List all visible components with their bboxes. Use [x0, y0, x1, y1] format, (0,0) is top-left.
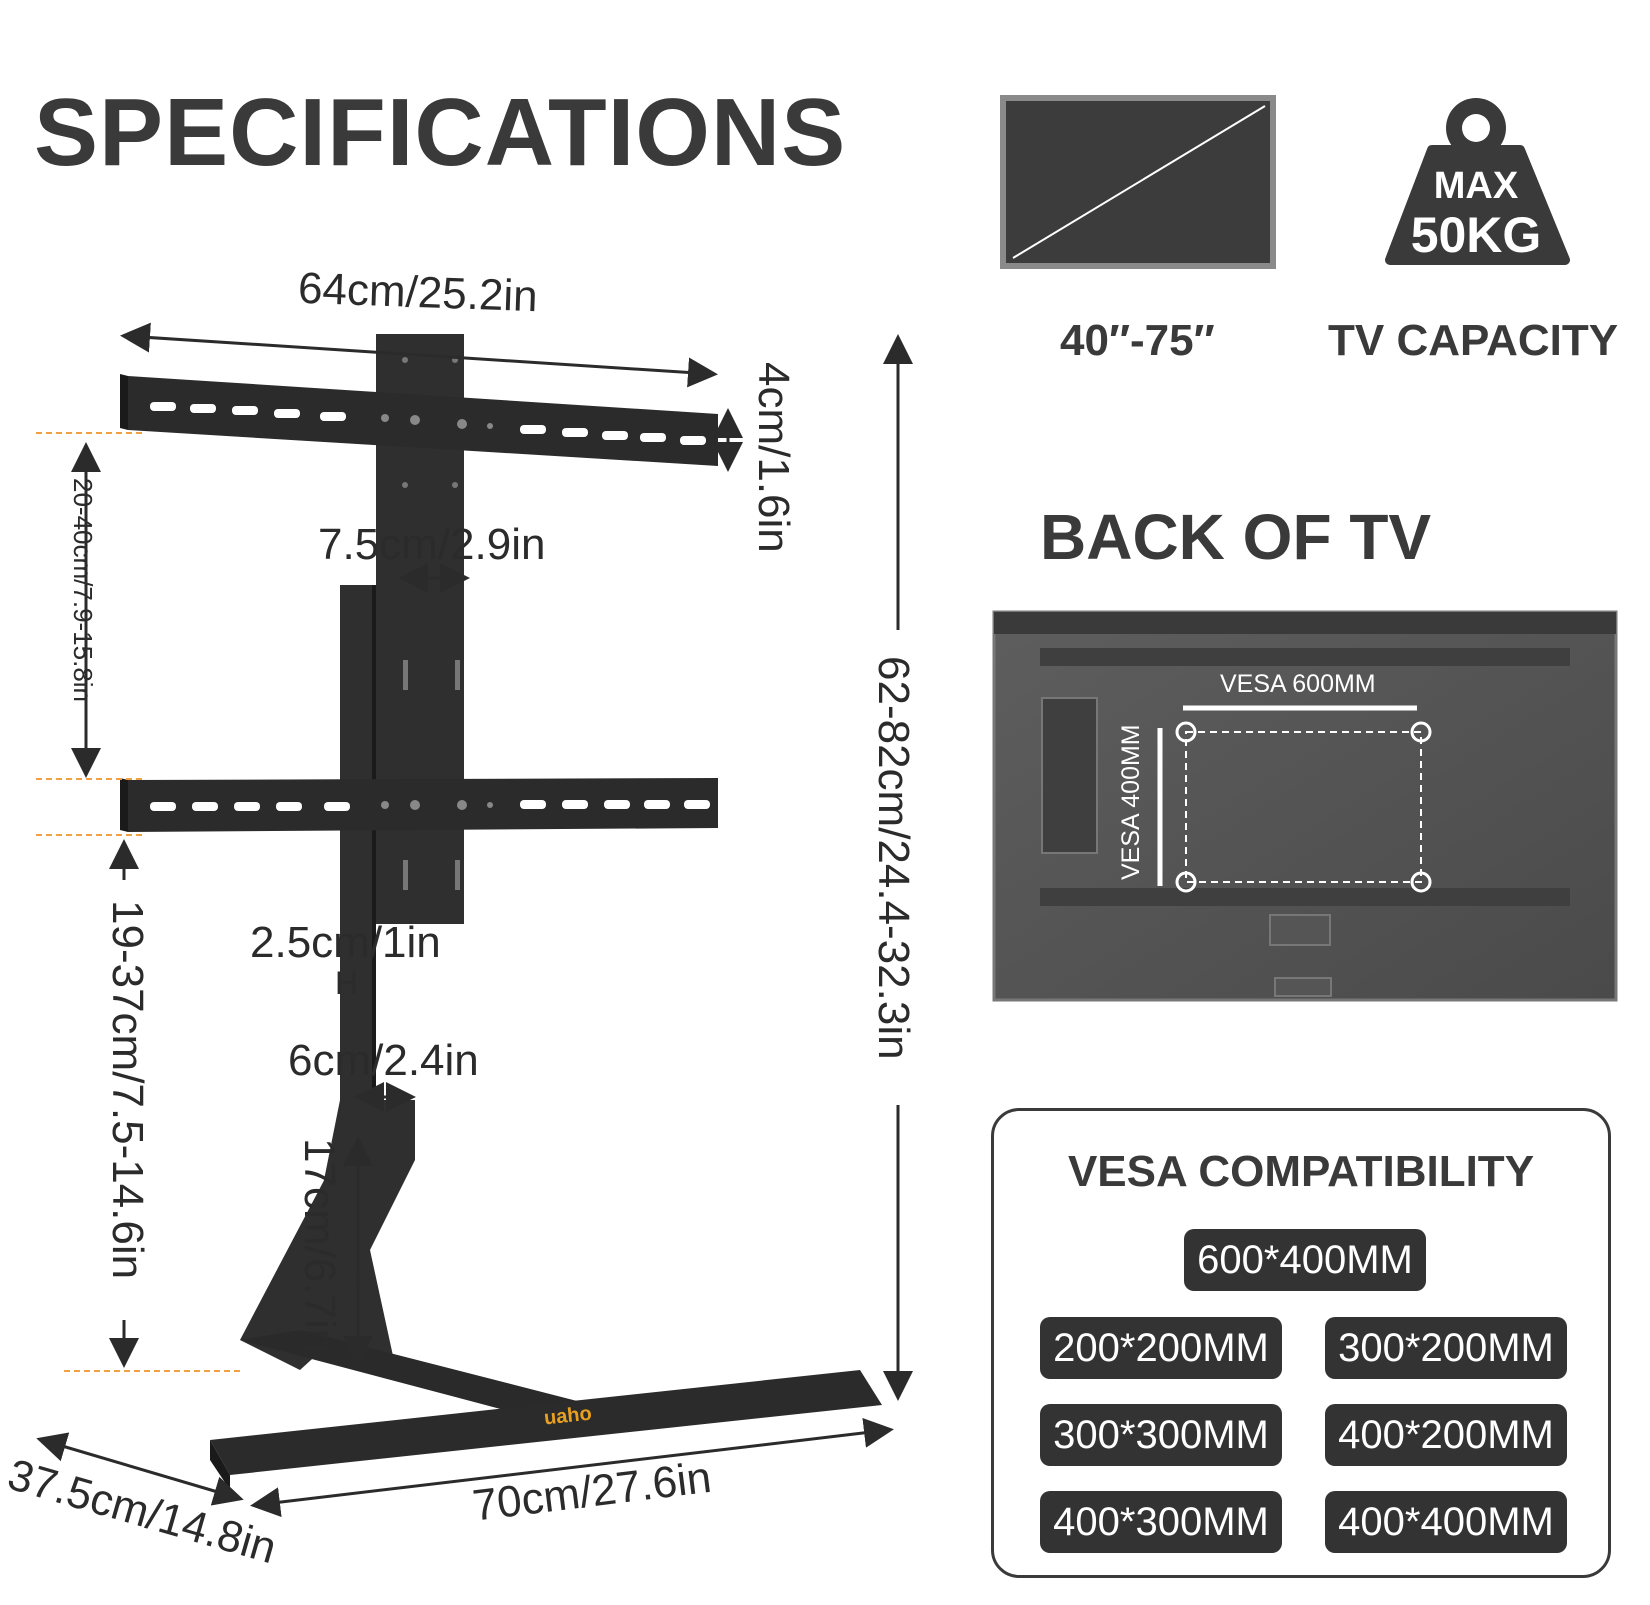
total-height-label: 62-82cm/24.4-32.3in: [869, 656, 918, 1060]
column-depth-label: 2.5cm/1in: [250, 918, 441, 967]
vesa-size-chip: 400*200MM: [1325, 1404, 1567, 1466]
column-width-label: 7.5cm/2.9in: [318, 520, 546, 569]
tv-capacity-label: TV CAPACITY: [1328, 316, 1619, 365]
leg-height-label: 17cm/6.7in: [295, 1138, 344, 1354]
vesa-size-chip: 200*200MM: [1040, 1317, 1282, 1379]
vesa-size-chip: 400*400MM: [1325, 1491, 1567, 1553]
column-depth-marker: H: [335, 965, 359, 1001]
bracket-width-label: 64cm/25.2in: [297, 263, 539, 322]
vesa-size-chip: 300*200MM: [1325, 1317, 1567, 1379]
vesa-primary-size: 600*400MM: [1184, 1229, 1426, 1291]
stand-drawing: [36, 322, 913, 1518]
vesa-compatibility-panel: VESA COMPATIBILITY 600*400MM 200*200MM 3…: [991, 1108, 1611, 1578]
vesa-size-chip: 400*300MM: [1040, 1491, 1282, 1553]
bracket-spacing-label: 20-40cm/7.9-15.8in: [68, 478, 98, 703]
bracket-height-label: 4cm/1.6in: [749, 362, 798, 553]
tv-size-icon: [1000, 95, 1276, 269]
vesa-vertical-label: VESA 400MM: [1117, 724, 1145, 880]
lower-height-label: 19-37cm/7.5-14.6in: [103, 900, 152, 1280]
weight-icon: [1385, 98, 1570, 265]
weight-max-label: MAX: [1433, 165, 1519, 207]
tv-back-illustration: [992, 610, 1618, 1002]
tv-size-range: 40″-75″: [1060, 316, 1215, 365]
vesa-heading: VESA COMPATIBILITY: [1067, 1147, 1535, 1196]
back-of-tv-title: BACK OF TV: [1040, 501, 1432, 573]
vesa-horizontal-label: VESA 600MM: [1220, 670, 1376, 698]
page-title: SPECIFICATIONS: [34, 79, 847, 186]
vesa-size-chip: 300*300MM: [1040, 1404, 1282, 1466]
lower-column-width-label: 6cm/2.4in: [288, 1036, 479, 1085]
weight-value-label: 50KG: [1410, 207, 1542, 263]
